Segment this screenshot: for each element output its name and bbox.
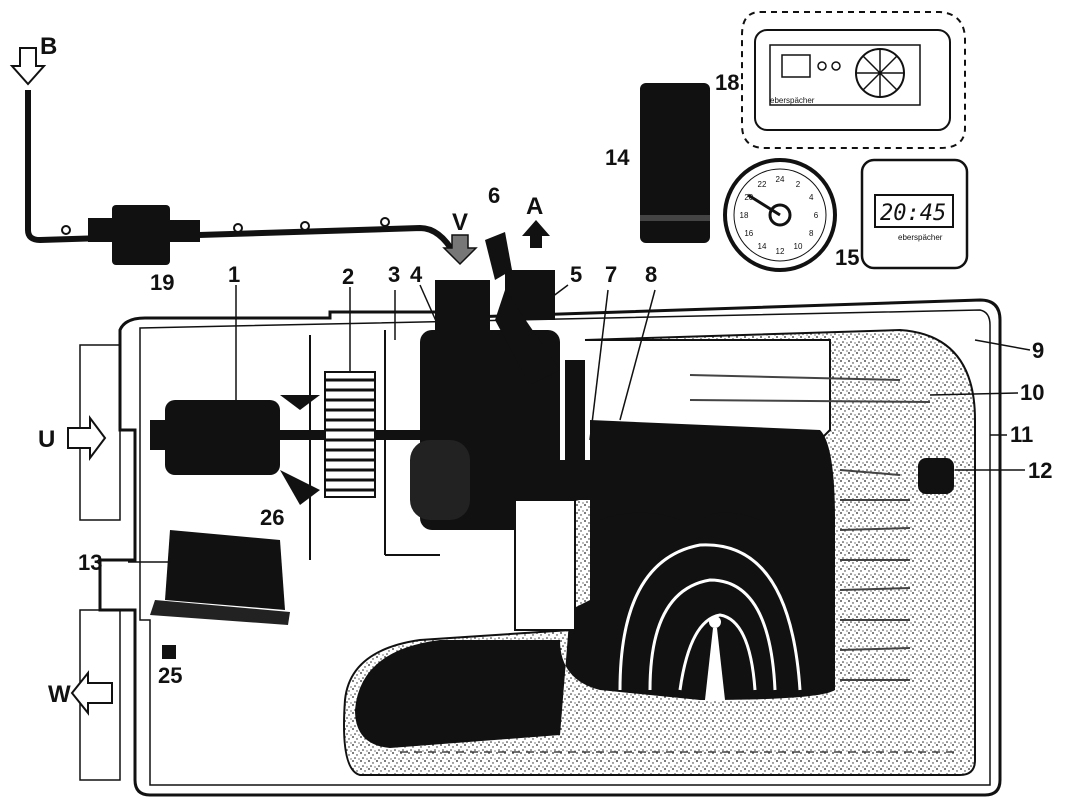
digital-timer-brand: eberspächer xyxy=(898,233,943,242)
label-8: 8 xyxy=(645,262,657,287)
arrow-label-v: V xyxy=(452,209,468,236)
digital-timer: 20:45 eberspächer xyxy=(860,158,969,270)
heat-exchanger xyxy=(343,328,976,776)
label-2: 2 xyxy=(342,264,354,289)
label-3: 3 xyxy=(388,262,400,287)
label-14: 14 xyxy=(605,145,630,170)
label-6: 6 xyxy=(488,183,500,208)
label-11: 11 xyxy=(1010,422,1033,447)
label-5: 5 xyxy=(570,262,582,287)
arrow-label-u: U xyxy=(38,426,55,453)
label-15: 15 xyxy=(835,245,859,270)
warm-air-outlet-arrow xyxy=(70,670,113,716)
fuel-line xyxy=(25,90,458,265)
dial-number: 14 xyxy=(758,242,767,251)
dial-number: 4 xyxy=(809,193,814,202)
label-13: 13 xyxy=(78,550,102,575)
leader-lines xyxy=(128,284,1031,563)
dial-number: 20 xyxy=(744,193,753,202)
dial-number: 10 xyxy=(794,242,803,251)
air-inlet-arrow xyxy=(67,415,107,461)
dial-number: 8 xyxy=(809,229,814,238)
combustion-air-fan xyxy=(309,330,440,560)
dial-number: 12 xyxy=(776,247,785,256)
label-4: 4 xyxy=(410,262,423,287)
label-26: 26 xyxy=(260,505,284,530)
label-7: 7 xyxy=(605,262,617,287)
remote-brand: eberspächer xyxy=(770,96,815,105)
fuel-inlet-arrow xyxy=(9,47,47,86)
label-25: 25 xyxy=(158,663,182,688)
arrow-label-a: A xyxy=(526,193,543,220)
dial-number: 2 xyxy=(796,180,801,189)
label-9: 9 xyxy=(1032,338,1044,363)
dial-number: 18 xyxy=(740,211,749,220)
label-12: 12 xyxy=(1028,458,1052,483)
combustion-air-arrow xyxy=(442,234,478,266)
exhaust-arrow xyxy=(522,220,550,248)
label-1: 1 xyxy=(228,262,240,287)
arrow-label-b: B xyxy=(40,33,57,60)
callout-labels: 1 2 3 4 5 6 7 8 9 10 11 12 13 14 15 18 1… xyxy=(38,33,1052,708)
control-unit xyxy=(150,530,290,625)
burner-assembly xyxy=(410,232,590,631)
dial-number: 16 xyxy=(744,229,753,238)
label-10: 10 xyxy=(1020,380,1044,405)
dial-number: 22 xyxy=(758,180,767,189)
dial-number: 24 xyxy=(776,175,785,184)
remote-control-unit: eberspächer xyxy=(741,11,966,149)
item-25-marker xyxy=(162,645,176,659)
arrow-label-w: W xyxy=(48,681,71,708)
accessory-14-box xyxy=(640,83,710,243)
label-19: 19 xyxy=(150,270,174,295)
label-18: 18 xyxy=(715,70,739,95)
digital-timer-display: 20:45 xyxy=(880,201,946,226)
dial-number: 6 xyxy=(814,211,819,220)
